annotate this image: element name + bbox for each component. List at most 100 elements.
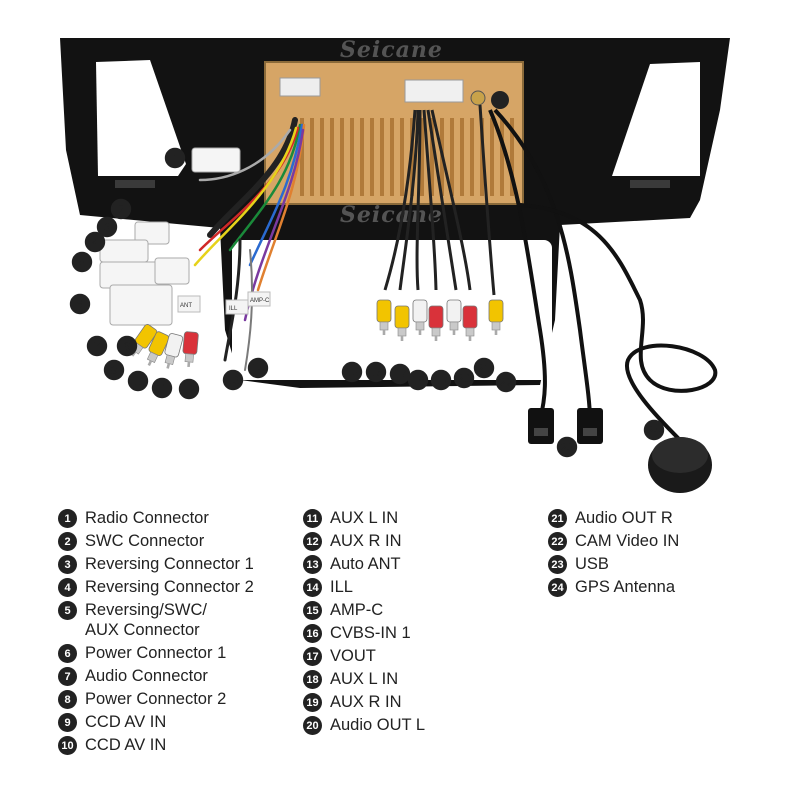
legend-label: Audio OUT L	[330, 716, 426, 734]
gps-antenna	[519, 203, 718, 493]
screen-cutout	[232, 240, 552, 380]
legend-label: Reversing Connector 1	[85, 555, 254, 573]
legend-label: AUX R IN	[330, 532, 402, 550]
legend-number-badge: 9	[58, 713, 77, 732]
svg-text:ILL: ILL	[229, 306, 238, 312]
callout-7: 7	[86, 335, 108, 357]
legend-label: Power Connector 2	[85, 690, 227, 708]
legend-number-badge: 18	[303, 670, 322, 689]
callout-12: 12	[178, 378, 200, 400]
callout-5: 5	[71, 251, 93, 273]
legend-label: ILL	[330, 578, 353, 596]
svg-text:16: 16	[369, 366, 383, 380]
svg-text:20: 20	[457, 372, 471, 386]
svg-text:2: 2	[118, 203, 125, 217]
legend-label: Auto ANT	[330, 555, 401, 573]
svg-text:19: 19	[434, 374, 448, 388]
callout-20: 20	[453, 367, 475, 389]
svg-text:8: 8	[124, 340, 131, 354]
callout-15: 15	[341, 361, 363, 383]
svg-text:12: 12	[182, 383, 196, 397]
legend-item-18: 18 AUX L IN	[303, 669, 425, 689]
left-vent-opening	[96, 60, 186, 176]
svg-text:18: 18	[411, 374, 425, 388]
legend-number-badge: 7	[58, 667, 77, 686]
svg-text:1: 1	[172, 152, 179, 166]
usb-plugs	[528, 408, 603, 444]
callout-24: 24	[643, 419, 665, 441]
legend-item-11: 11 AUX L IN	[303, 508, 425, 528]
svg-text:21: 21	[477, 362, 491, 376]
center-rca-plugs	[376, 299, 504, 341]
legend-label: Audio OUT R	[575, 509, 673, 527]
legend-number-badge: 15	[303, 601, 322, 620]
legend-label: Audio Connector	[85, 667, 208, 685]
callout-9: 9	[103, 359, 125, 381]
product-photo: Seicane Seicane ANT ILL AMP-C	[60, 37, 730, 493]
callout-3: 3	[96, 216, 118, 238]
watermark-top: Seicane	[340, 37, 443, 63]
legend-label: AMP-C	[330, 601, 384, 619]
legend-item-8: 8 Power Connector 2	[58, 689, 254, 709]
svg-text:4: 4	[92, 236, 99, 250]
legend-label: AUX L IN	[330, 509, 399, 527]
legend-label: AUX R IN	[330, 693, 402, 711]
svg-text:17: 17	[393, 368, 407, 382]
svg-text:ANT: ANT	[180, 303, 192, 309]
callout-8: 8	[116, 335, 138, 357]
legend-number-badge: 12	[303, 532, 322, 551]
legend-item-20: 20 Audio OUT L	[303, 715, 425, 735]
legend-label: AUX L IN	[330, 670, 399, 688]
legend-number-badge: 1	[58, 509, 77, 528]
legend-item-7: 7 Audio Connector	[58, 666, 254, 686]
svg-text:5: 5	[79, 256, 86, 270]
legend-label: Power Connector 1	[85, 644, 227, 662]
svg-text:AMP-C: AMP-C	[250, 298, 270, 304]
legend-item-23: 23 USB	[548, 554, 679, 574]
callout-10: 10	[127, 370, 149, 392]
callout-23: 23	[556, 436, 578, 458]
legend-number-badge: 20	[303, 716, 322, 735]
callout-6: 6	[69, 293, 91, 315]
legend-label: GPS Antenna	[575, 578, 675, 596]
callout-22: 22	[495, 371, 517, 393]
legend-number-badge: 3	[58, 555, 77, 574]
callout-2: 2	[110, 198, 132, 220]
svg-text:6: 6	[77, 298, 84, 312]
legend-number-badge: 8	[58, 690, 77, 709]
wire-tags: ANT ILL AMP-C	[177, 291, 271, 315]
callout-16: 16	[365, 361, 387, 383]
legend-label: SWC Connector	[85, 532, 205, 550]
legend-number-badge: 23	[548, 555, 567, 574]
svg-text:14: 14	[251, 362, 265, 376]
callout-13: 13	[222, 369, 244, 391]
svg-text:24: 24	[647, 424, 661, 438]
legend-label: CVBS-IN 1	[330, 624, 411, 642]
svg-text:22: 22	[499, 376, 513, 390]
callout-21: 21	[473, 357, 495, 379]
legend-label: USB	[575, 555, 609, 573]
right-vent-opening	[612, 62, 700, 176]
legend-item-21: 21 Audio OUT R	[548, 508, 679, 528]
legend-item-3: 3 Reversing Connector 1	[58, 554, 254, 574]
center-rca-cables	[383, 104, 592, 421]
plug-connectors	[99, 147, 241, 326]
watermark-bottom: Seicane	[340, 202, 443, 228]
legend-number-badge: 11	[303, 509, 322, 528]
legend-number-badge: 21	[548, 509, 567, 528]
